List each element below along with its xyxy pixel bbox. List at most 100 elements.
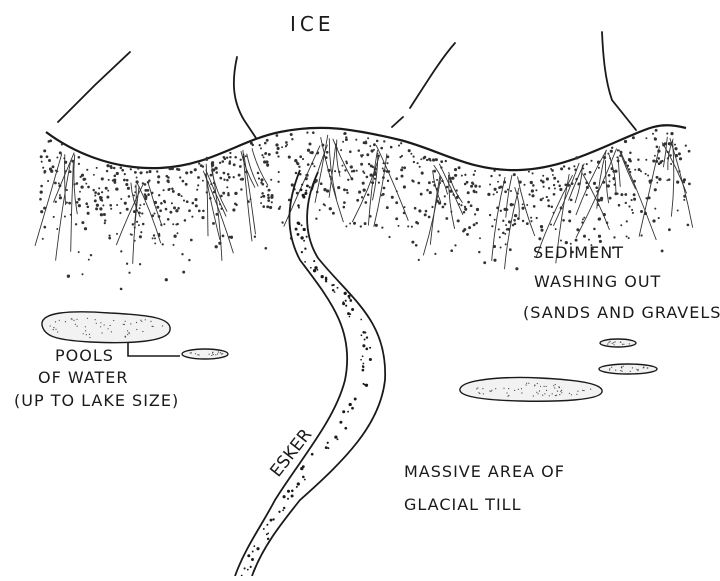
pool-dot [622,344,623,345]
sediment-dot [546,196,547,197]
esker-gravel-dot [244,567,246,569]
sediment-dot [541,229,543,231]
pool-dot [150,321,151,322]
pool-dot [191,352,192,353]
sediment-dot [132,224,134,226]
sediment-dot [245,156,246,157]
pool-dot [197,354,198,355]
sediment-dot [114,175,116,177]
sediment-dot [429,158,431,160]
esker-gravel-dot [362,355,364,357]
esker-gravel-dot [291,490,294,493]
sediment-dot [512,224,514,226]
sediment-dot [198,185,199,186]
sediment-dot [364,223,366,225]
esker-gravel-dot [256,547,259,550]
sediment-dot [66,202,67,203]
pool-dot [162,325,163,326]
sediment-dot [384,141,386,143]
sediment-dot [84,228,86,230]
sediment-dot [418,259,419,260]
esker-gravel [241,184,372,576]
pool-dot [549,395,550,396]
pool-dot [546,386,547,387]
sediment-dot [185,183,187,185]
sediment-dot [508,221,510,223]
sediment-dot [684,199,685,200]
sediment-dot [224,179,225,180]
esker-gravel-dot [344,427,347,430]
sediment-dot [429,191,431,193]
sediment-dot [267,165,268,166]
sediment-dot [84,178,86,180]
esker-gravel-dot [365,348,368,351]
sediment-dot [608,153,609,154]
pool-dot [209,354,210,355]
sediment-dot [609,197,611,199]
sediment-dot [375,224,377,226]
sediment-dot [215,167,217,169]
esker-gravel-dot [354,398,357,401]
pool-dot [53,327,54,328]
sediment-dot [426,159,427,160]
sediment-dot [529,194,530,195]
pool-dot [123,324,124,325]
sediment-dot [134,171,136,173]
sediment-dot [577,229,579,231]
sediment-dot [576,157,578,159]
pool-dot [555,384,556,385]
sediment-dot [618,204,620,206]
pool-dot [490,391,491,392]
sediment-dot [102,200,103,201]
sediment-dot [75,224,77,226]
sediment-dot [43,167,44,168]
sediment-dot [353,222,355,224]
esker-gravel-dot [250,566,252,568]
sediment-dot [192,202,194,204]
sediment-dot [233,164,235,166]
esker-gravel-dot [364,384,366,386]
pool-dot [544,386,545,387]
sediment-dot [173,224,174,225]
sediment-dot [126,183,128,185]
sediment-dot [474,214,475,215]
esker-gravel-dot [360,319,362,321]
pool-dot [577,391,578,392]
esker-gravel-dot [306,236,308,238]
sediment-dot [152,238,153,239]
sediment-dot [223,192,225,194]
esker-gravel-dot [303,240,305,242]
sediment-dot [424,156,426,158]
esker-gravel-dot [297,233,300,236]
sediment-dot [319,210,320,211]
pool-dot [622,371,623,372]
sediment-dot [442,206,444,208]
sediment-dot [424,214,426,216]
sediment-dot [497,181,498,182]
sediment-dot [353,170,355,172]
sediment-dot [553,193,555,195]
sediment-dot [276,135,278,137]
pool-dot [556,395,557,396]
sediment-dot [314,166,315,167]
sediment-dot [130,169,131,170]
crevasse-3 [410,43,455,108]
sediment-dot [153,235,154,236]
sediment-dot [546,178,548,180]
sediment-streak [56,162,71,260]
sediment-dot [262,193,264,195]
sediment-dot [87,212,89,214]
esker-gravel-dot [270,519,273,522]
sediment-dot [531,217,532,218]
ice-crevasses [58,32,636,138]
sediment-dot [688,150,690,152]
sediment-dot [122,169,124,171]
pool-dot [508,388,509,389]
sediment-dot [531,221,532,222]
sediment-dot [139,208,140,209]
sediment-dot [165,279,167,281]
sediment-dot [468,201,470,203]
pool-dot [546,390,547,391]
esker-gravel-dot [369,347,371,349]
esker-gravel-dot [253,545,255,547]
